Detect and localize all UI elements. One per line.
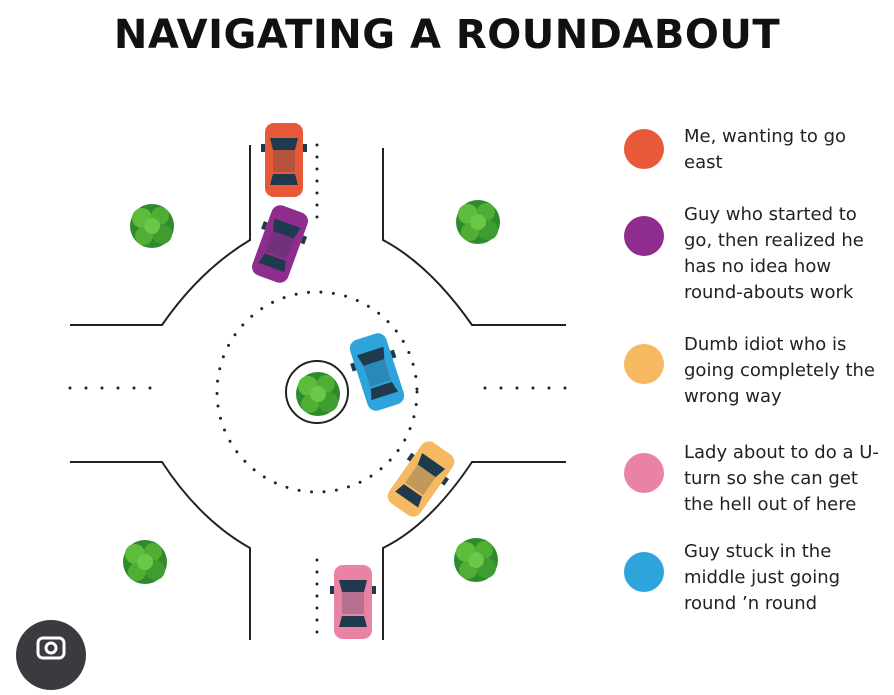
tree-icon <box>296 372 340 416</box>
legend-label: Me, wanting to go east <box>684 126 847 173</box>
legend-dot-blue <box>624 552 664 592</box>
page-title: NAVIGATING A ROUNDABOUT <box>113 12 781 58</box>
legend-label: Guy stuck in the middle just going round… <box>684 541 841 614</box>
lane-markings <box>68 143 568 642</box>
camera-icon <box>36 636 66 660</box>
road-edge-nw <box>70 145 251 326</box>
orange-car <box>261 123 307 197</box>
road-edge-sw <box>70 461 251 640</box>
legend-label: Guy who started to go, then realized he … <box>684 204 864 303</box>
tree-icon <box>456 200 500 244</box>
pink-car <box>330 565 376 639</box>
blue-car <box>343 329 411 415</box>
legend-dot-purple <box>624 216 664 256</box>
legend-dot-yellow <box>624 344 664 384</box>
yellow-car <box>380 435 462 523</box>
tree-icon <box>454 538 498 582</box>
roundabout-diagram <box>68 123 568 642</box>
purple-car <box>245 201 315 287</box>
google-lens-icon[interactable] <box>16 620 86 690</box>
road-edge-ne <box>382 148 566 326</box>
lane-ring <box>215 290 419 494</box>
tree-icon <box>130 204 174 248</box>
tree-icon <box>123 540 167 584</box>
legend-label: Dumb idiot who is going completely the w… <box>684 334 875 407</box>
legend-dot-orange <box>624 129 664 169</box>
road-outline <box>70 145 566 640</box>
legend-label: Lady about to do a U-turn so she can get… <box>684 442 879 515</box>
legend-dot-pink <box>624 453 664 493</box>
road-edge-se <box>382 461 566 640</box>
central-island <box>285 360 349 424</box>
